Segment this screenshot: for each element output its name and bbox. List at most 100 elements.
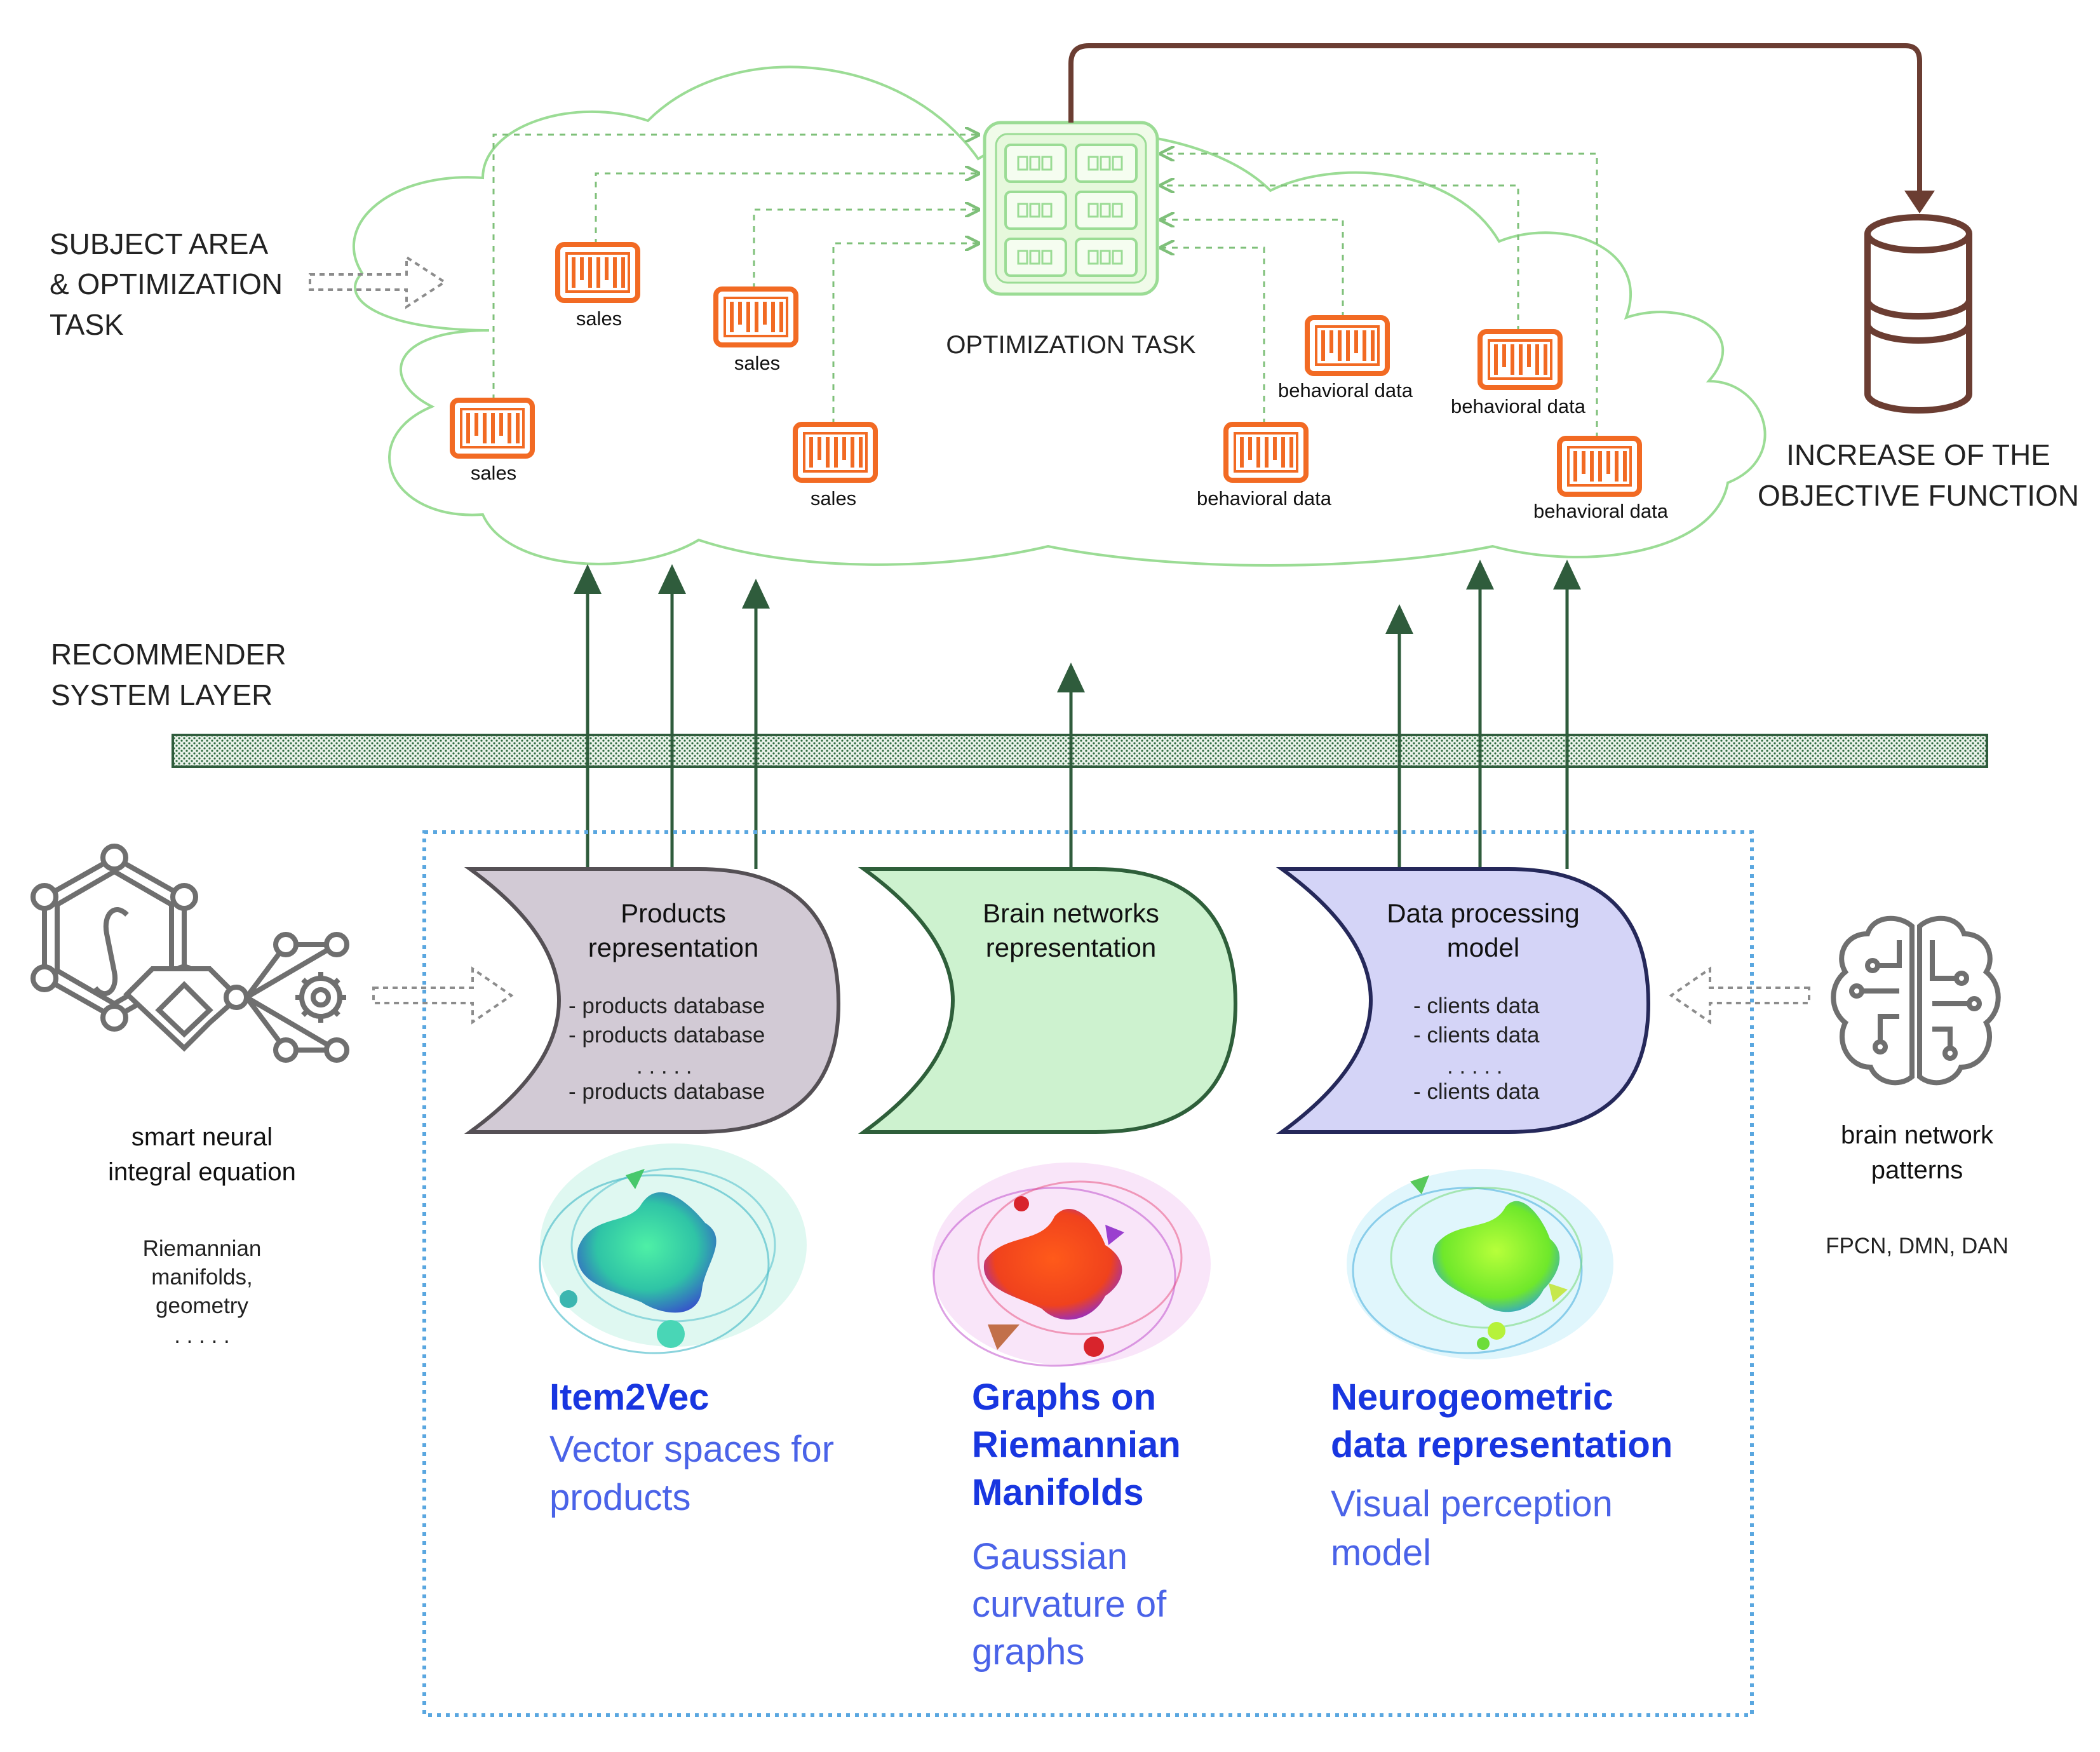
left-title-2: integral equation xyxy=(108,1158,296,1186)
recommender-layer-label: RECOMMENDER SYSTEM LAYER xyxy=(51,638,286,711)
recommender-layer-bar xyxy=(172,734,1988,768)
objective-label-line-1: INCREASE OF THE xyxy=(1786,438,2050,471)
riemannian-blob-illustration xyxy=(931,1162,1211,1367)
optimization-task-icon xyxy=(983,121,1159,296)
right-dashed-arrow-icon xyxy=(1669,966,1810,1025)
item2vec-blob-illustration xyxy=(539,1143,807,1354)
data-source: behavioral data xyxy=(1278,315,1413,401)
clients-item-ellipsis: . . . . . xyxy=(1447,1054,1503,1079)
item2vec-title: Item2Vec xyxy=(549,1377,710,1418)
method-item2vec: Item2Vec Vector spaces for products xyxy=(549,1377,834,1518)
upward-arrowheads xyxy=(574,560,1581,692)
riemannian-subtitle-1: Gaussian xyxy=(972,1536,1127,1577)
data-source-label: behavioral data xyxy=(1533,500,1669,522)
riemannian-title-1: Graphs on xyxy=(972,1377,1156,1418)
riemannian-title-3: Manifolds xyxy=(972,1472,1144,1513)
objective-label-line-2: OBJECTIVE FUNCTION xyxy=(1758,479,2079,512)
clients-item-2: - clients data xyxy=(1413,1023,1540,1048)
riemannian-subtitle-2: curvature of xyxy=(972,1584,1167,1625)
brain-box-text: Brain networks representation xyxy=(983,898,1159,962)
products-representation-box xyxy=(464,867,841,1134)
recommender-line-1: RECOMMENDER xyxy=(51,638,286,671)
integral-network-icon xyxy=(30,844,349,1063)
method-riemannian: Graphs on Riemannian Manifolds Gaussian … xyxy=(972,1377,1181,1673)
riemannian-title-2: Riemannian xyxy=(972,1424,1181,1466)
left-note-1: Riemannian xyxy=(143,1236,262,1261)
right-side-text: brain network patterns FPCN, DMN, DAN xyxy=(1826,1121,2009,1258)
right-note-1: FPCN, DMN, DAN xyxy=(1826,1234,2009,1258)
riemannian-subtitle-3: graphs xyxy=(972,1631,1084,1673)
server-rack-icon xyxy=(1557,436,1642,497)
data-source-label: sales xyxy=(811,487,856,509)
data-source: behavioral data xyxy=(1451,329,1586,417)
server-rack-icon xyxy=(1223,422,1309,483)
clients-item-1: - clients data xyxy=(1413,994,1540,1018)
subject-area-label: SUBJECT AREA & OPTIMIZATION TASK xyxy=(50,227,283,341)
data-processing-box-text: Data processing model - clients data - c… xyxy=(1387,898,1580,1104)
clients-item-3: - clients data xyxy=(1413,1079,1540,1104)
brain-circuit-icon xyxy=(1831,915,2001,1086)
subject-area-line-1: SUBJECT AREA xyxy=(50,227,269,260)
data-flow-connectors xyxy=(492,135,1598,438)
subject-area-line-2: & OPTIMIZATION xyxy=(50,267,283,300)
data-source: sales xyxy=(793,422,878,509)
data-source-label: sales xyxy=(471,462,516,484)
left-note-3: geometry xyxy=(156,1293,248,1318)
subject-area-cloud xyxy=(353,65,1767,567)
products-item-3: - products database xyxy=(569,1079,765,1104)
left-note-4: . . . . . xyxy=(174,1323,230,1348)
neurogeometric-title-2: data representation xyxy=(1331,1424,1673,1466)
data-source-label: behavioral data xyxy=(1278,379,1413,401)
products-item-1: - products database xyxy=(569,994,765,1018)
data-source: sales xyxy=(555,242,640,330)
left-side-text: smart neural integral equation Riemannia… xyxy=(108,1123,296,1348)
subject-area-line-3: TASK xyxy=(50,308,124,341)
objective-arrow xyxy=(1068,43,1935,213)
neurogeometric-subtitle-1: Visual perception xyxy=(1331,1483,1613,1525)
right-title-2: patterns xyxy=(1871,1156,1963,1184)
data-source: sales xyxy=(450,398,535,484)
subject-area-arrow-icon xyxy=(309,255,447,309)
database-icon xyxy=(1864,214,1972,414)
item2vec-subtitle-1: Vector spaces for xyxy=(549,1429,834,1470)
products-title-2: representation xyxy=(588,933,759,962)
data-source-label: behavioral data xyxy=(1451,395,1586,417)
recommender-line-2: SYSTEM LAYER xyxy=(51,678,273,711)
data-source: behavioral data xyxy=(1533,436,1669,522)
server-rack-icon xyxy=(793,422,878,483)
optimization-task-label: OPTIMIZATION TASK xyxy=(946,331,1196,359)
server-rack-icon xyxy=(713,286,798,347)
data-sources: sales sales sales sales behavioral data behav… xyxy=(450,242,1669,522)
products-title-1: Products xyxy=(621,898,726,928)
brain-title-1: Brain networks xyxy=(983,898,1159,928)
server-rack-icon xyxy=(450,398,535,459)
products-item-2: - products database xyxy=(569,1023,765,1048)
data-source: sales xyxy=(713,286,798,374)
data-processing-title-1: Data processing xyxy=(1387,898,1580,928)
left-note-2: manifolds, xyxy=(151,1265,253,1290)
methods-frame xyxy=(422,830,1754,1717)
brain-title-2: representation xyxy=(986,933,1157,962)
objective-label: INCREASE OF THE OBJECTIVE FUNCTION xyxy=(1758,438,2079,512)
data-source-label: sales xyxy=(734,352,780,374)
right-title-1: brain network xyxy=(1841,1121,1994,1149)
server-rack-icon xyxy=(555,242,640,303)
neurogeometric-subtitle-2: model xyxy=(1331,1532,1431,1573)
data-source-label: behavioral data xyxy=(1197,487,1332,509)
server-rack-icon xyxy=(1305,315,1390,376)
neurogeometric-blob-illustration xyxy=(1347,1169,1613,1359)
data-source-label: sales xyxy=(576,307,622,330)
left-title-1: smart neural xyxy=(131,1123,273,1151)
server-rack-icon xyxy=(1477,329,1563,390)
method-neurogeometric: Neurogeometric data representation Visua… xyxy=(1331,1377,1673,1573)
item2vec-subtitle-2: products xyxy=(549,1477,690,1518)
neurogeometric-title-1: Neurogeometric xyxy=(1331,1377,1613,1418)
data-processing-title-2: model xyxy=(1447,933,1519,962)
data-processing-model-box xyxy=(1275,867,1651,1134)
data-source: behavioral data xyxy=(1197,422,1332,509)
brain-networks-representation-box xyxy=(858,867,1238,1134)
left-dashed-arrow-icon xyxy=(372,966,514,1025)
upward-arrows xyxy=(586,564,1569,869)
products-item-ellipsis: . . . . . xyxy=(636,1054,692,1079)
